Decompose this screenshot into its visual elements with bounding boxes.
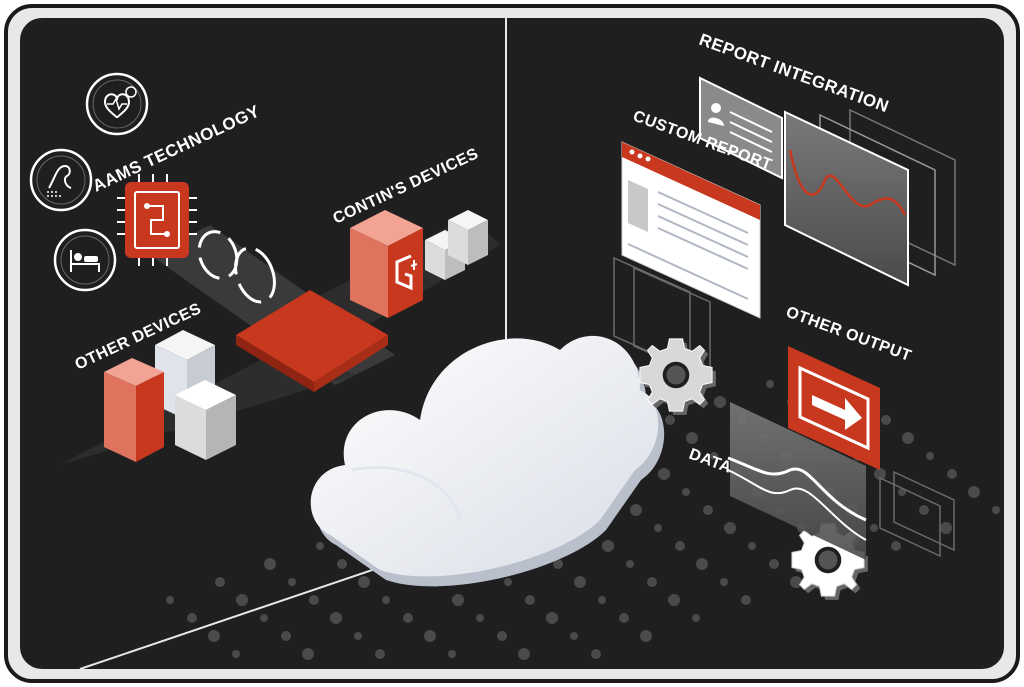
floor-dot: [452, 594, 464, 606]
floor-dot: [947, 469, 957, 479]
floor-dot: [316, 542, 324, 550]
floor-dot: [288, 578, 296, 586]
cloud-icon: [310, 335, 665, 587]
floor-dot: [166, 596, 174, 604]
floor-dot: [358, 576, 370, 588]
floor-dot: [741, 595, 751, 605]
floor-dot: [602, 540, 614, 552]
floor-dot: [403, 613, 413, 623]
floor-dot: [208, 630, 220, 642]
floor-dot: [902, 432, 914, 444]
floor-dot: [790, 576, 802, 588]
contin-device-cube: [350, 210, 423, 318]
floor-dot: [382, 596, 390, 604]
breathing-icon: [29, 148, 93, 212]
floor-dot: [654, 524, 662, 532]
floor-dot: [647, 577, 657, 587]
floor-dot: [281, 631, 291, 641]
floor-dot: [215, 577, 225, 587]
exit-arrow-icon: [788, 346, 880, 470]
floor-dot: [630, 504, 642, 516]
floor-dot: [874, 468, 886, 480]
floor-dot: [236, 594, 248, 606]
report-integration-panels: [699, 76, 956, 287]
floor-dot: [766, 380, 774, 388]
floor-dot: [703, 505, 713, 515]
floor-dot: [187, 613, 197, 623]
floor-dot: [640, 630, 652, 642]
floor-dot: [518, 648, 530, 660]
floor-dot: [714, 396, 726, 408]
floor-dot: [424, 630, 436, 642]
other-device-cubes: [104, 330, 236, 462]
floor-dot: [992, 506, 1000, 514]
floor-dot: [232, 650, 240, 658]
floor-dot: [476, 614, 484, 622]
floor-dot: [309, 595, 319, 605]
floor-dot: [497, 631, 507, 641]
floor-dot: [891, 541, 901, 551]
floor-dot: [546, 612, 558, 624]
floor-dot: [658, 468, 670, 480]
hub-tile: [236, 290, 388, 392]
floor-dot: [720, 578, 728, 586]
floor-dot: [525, 595, 535, 605]
floor-dot: [574, 576, 586, 588]
floor-dot: [598, 596, 606, 604]
floor-dot: [692, 614, 700, 622]
floor-dot: [591, 649, 601, 659]
floor-dot: [881, 415, 891, 425]
floor-dot: [665, 415, 675, 425]
gear-icon-data: [791, 523, 868, 600]
floor-dot: [710, 452, 718, 460]
floor-dot: [769, 559, 779, 569]
wireless-signal-icon: [197, 230, 276, 304]
floor-dot: [686, 432, 698, 444]
floor-dot: [919, 505, 929, 515]
floor-dot: [570, 632, 578, 640]
floor-dot: [354, 632, 362, 640]
data-chart-panel: [727, 402, 867, 560]
gear-icon: [639, 338, 716, 415]
chip-icon: [117, 174, 197, 266]
floor-dot: [330, 612, 342, 624]
floor-dot: [696, 558, 708, 570]
small-device-cubes: [425, 210, 488, 280]
floor-dot: [553, 559, 563, 569]
floor-dot: [926, 452, 934, 460]
floor-dot: [675, 541, 685, 551]
floor-dot: [940, 522, 952, 534]
floor-dot: [448, 650, 456, 658]
heart-monitor-icon: [85, 72, 149, 136]
floor-dot: [302, 648, 314, 660]
floor-dot: [260, 614, 268, 622]
contin-logo-icon: [395, 254, 418, 291]
floor-dot: [968, 486, 980, 498]
floor-dot: [375, 649, 385, 659]
floor-dot: [337, 559, 347, 569]
floor-dot: [668, 594, 680, 606]
floor-dot: [682, 488, 690, 496]
floor-dot: [264, 558, 276, 570]
floor-dot: [626, 560, 634, 568]
custom-report-document: [621, 141, 761, 319]
floor-dot: [724, 522, 736, 534]
floor-dot: [504, 578, 512, 586]
patient-bed-icon: [53, 228, 117, 292]
floor-dot: [870, 524, 878, 532]
floor-dot: [619, 613, 629, 623]
floor-dot: [748, 542, 756, 550]
